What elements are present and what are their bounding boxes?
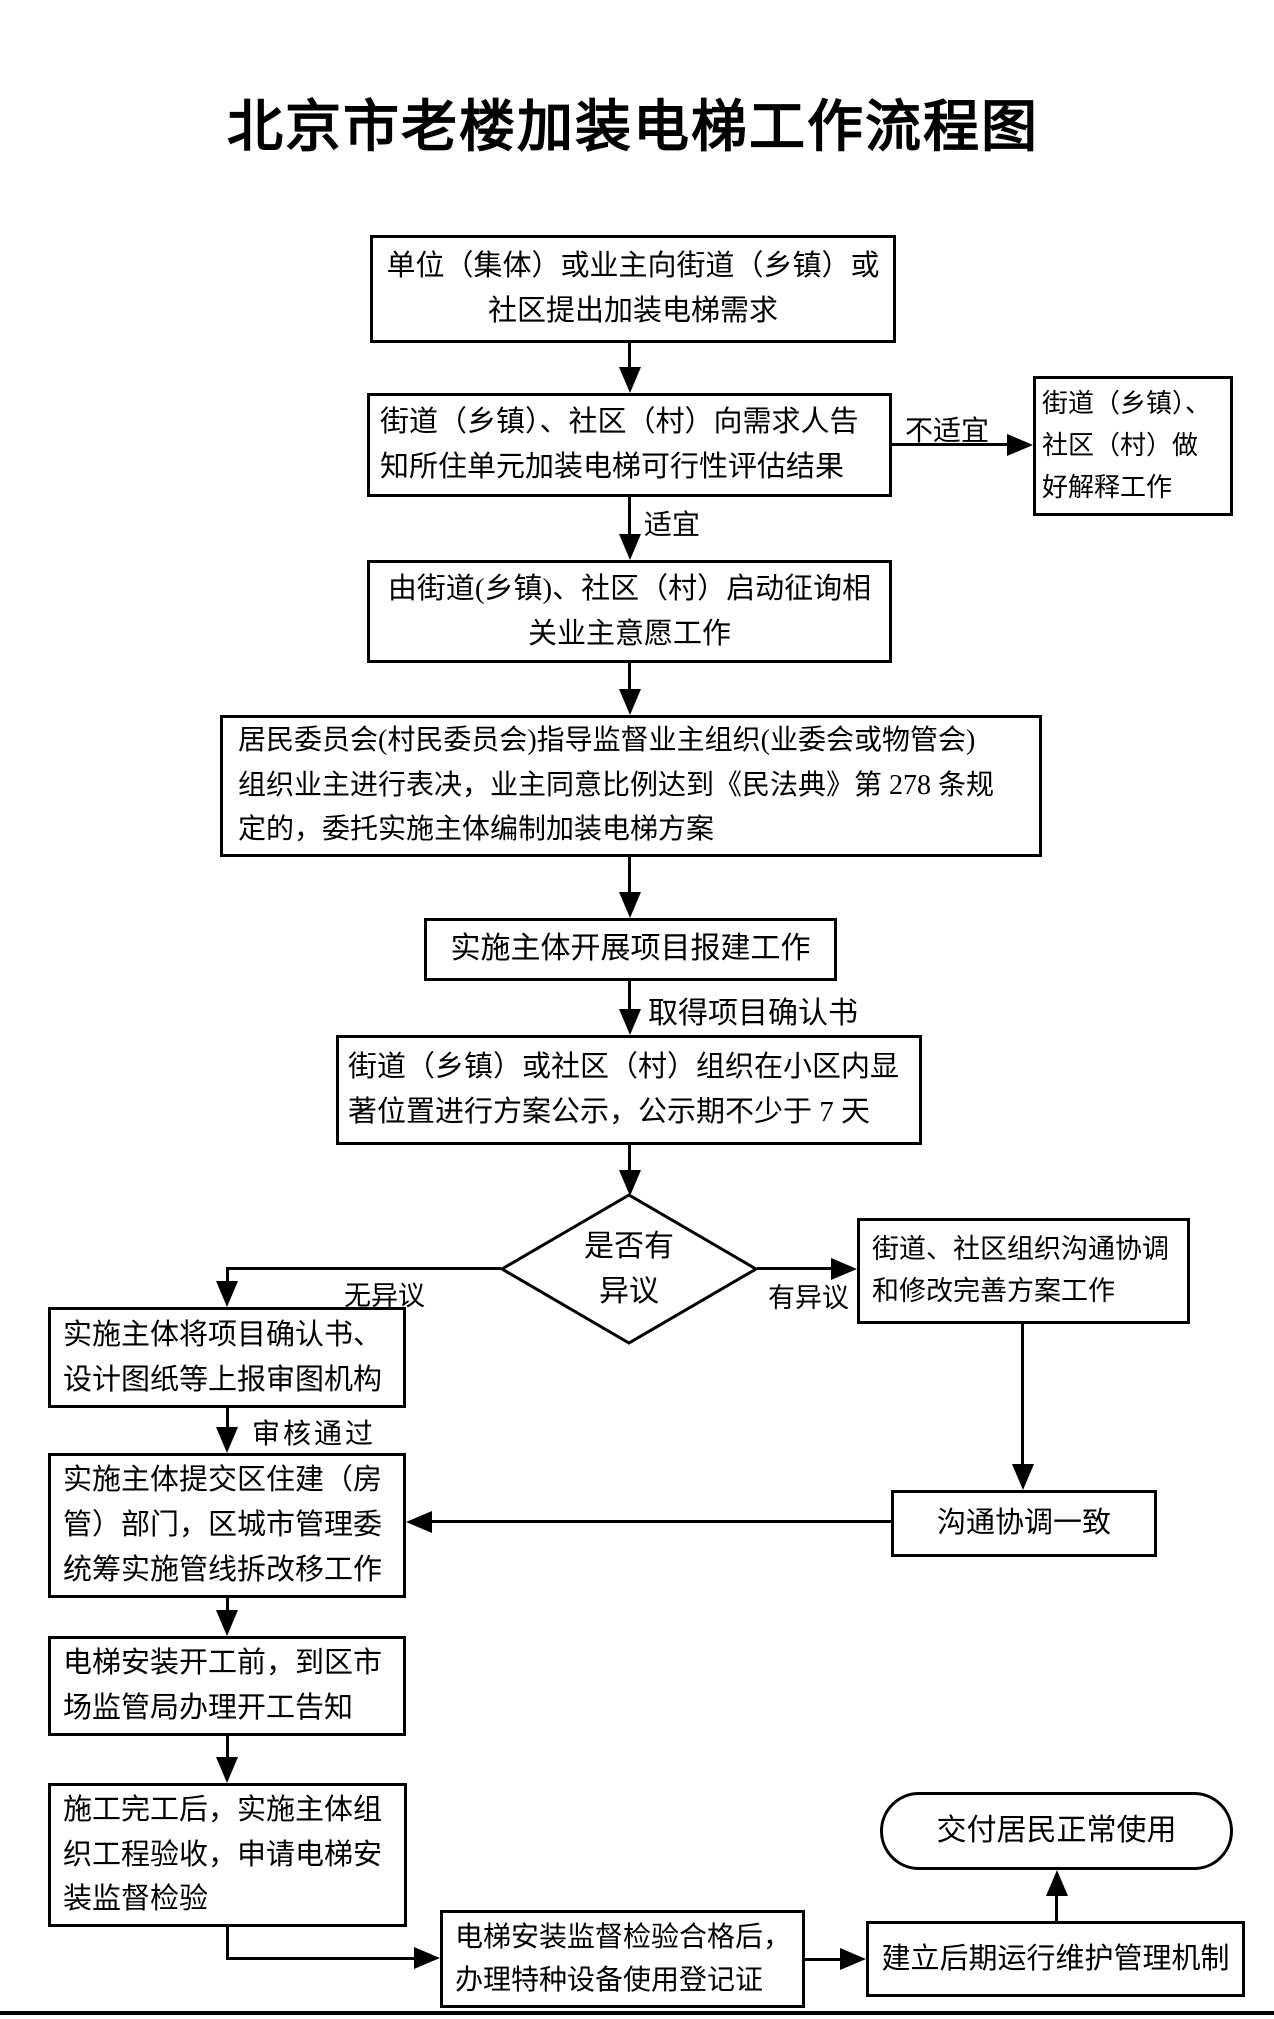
flow-node-coordinate: 街道、社区组织沟通协调 和修改完善方案工作 [857, 1218, 1190, 1324]
connector-demand-feasibility [628, 343, 631, 370]
arrowhead-into-vote [619, 689, 641, 715]
flow-node-vote: 居民委员会(村民委员会)指导监督业主组织(业委会或物管会) 组织业主进行表决，业… [220, 715, 1042, 857]
flow-node-explain: 街道（乡镇）、 社区（村）做 好解释工作 [1033, 376, 1233, 516]
connector-acceptance-elbow-h [226, 1957, 415, 1960]
edge-label-confirmation: 取得项目确认书 [648, 997, 858, 1030]
arrowhead-into-decision [619, 1170, 641, 1196]
arrowhead-into-consensus [1012, 1464, 1034, 1490]
flow-node-review: 实施主体将项目确认书、 设计图纸等上报审图机构 [48, 1307, 406, 1408]
arrowhead-into-maintenance [840, 1948, 866, 1970]
flow-node-demand: 单位（集体）或业主向街道（乡镇）或 社区提出加装电梯需求 [370, 235, 896, 343]
connector-consult-vote [628, 663, 631, 692]
arrowhead-into-notice [216, 1610, 238, 1636]
arrowhead-into-acceptance [216, 1757, 238, 1783]
arrowhead-into-review [216, 1281, 238, 1307]
flow-node-consult: 由街道(乡镇)、社区（村）启动征询相 关业主意愿工作 [367, 560, 892, 663]
connector-acceptance-elbow-v [226, 1927, 229, 1960]
arrowhead-into-publicity [619, 1009, 641, 1035]
arrowhead-into-pipeline-right [406, 1511, 432, 1533]
connector-publicity-decision [628, 1145, 631, 1172]
connector-vote-filing [628, 857, 631, 894]
page-bottom-rule [0, 2011, 1274, 2015]
arrowhead-into-coordinate [831, 1258, 857, 1280]
connector-decision-review-v [226, 1267, 229, 1283]
edge-label-review-passed: 审核通过 [252, 1419, 377, 1450]
flow-node-registration: 电梯安装监督检验合格后， 办理特种设备使用登记证 [440, 1910, 805, 2008]
connector-notice-acceptance [226, 1736, 229, 1759]
connector-feasibility-explain [892, 443, 1010, 446]
arrowhead-into-registration [414, 1947, 440, 1969]
arrowhead-into-pipeline-top [216, 1427, 238, 1453]
connector-coordinate-consensus [1021, 1324, 1024, 1465]
edge-label-no-objection: 无异议 [344, 1281, 425, 1311]
flow-node-notice: 电梯安装开工前，到区市 场监管局办理开工告知 [48, 1636, 406, 1736]
connector-review-pipeline [226, 1408, 229, 1429]
edge-label-unsuitable: 不适宜 [905, 416, 990, 447]
flow-node-decision: 是否有 异议 [584, 1230, 674, 1308]
connector-feasibility-consult [628, 497, 631, 537]
flow-node-consensus: 沟通协调一致 [891, 1490, 1157, 1557]
edge-label-has-objection: 有异议 [768, 1283, 849, 1313]
connector-maintenance-delivery [1055, 1895, 1058, 1921]
connector-decision-review-h [227, 1267, 501, 1270]
decision-diamond-shape [499, 1193, 759, 1345]
page-title: 北京市老楼加装电梯工作流程图 [227, 97, 1039, 159]
flow-node-delivery: 交付居民正常使用 [880, 1792, 1233, 1870]
arrowhead-into-feasibility [619, 367, 641, 393]
arrowhead-into-consult [619, 534, 641, 560]
arrowhead-into-explain [1007, 434, 1033, 456]
connector-registration-maintenance [805, 1958, 841, 1961]
flow-node-publicity: 街道（乡镇）或社区（村）组织在小区内显 著位置进行方案公示，公示期不少于 7 天 [336, 1035, 922, 1145]
edge-label-suitable: 适宜 [644, 510, 701, 541]
connector-decision-coordinate [757, 1267, 833, 1270]
connector-consensus-pipeline [431, 1520, 891, 1523]
connector-filing-publicity [628, 981, 631, 1011]
flow-node-filing: 实施主体开展项目报建工作 [424, 918, 837, 981]
flow-node-maintenance: 建立后期运行维护管理机制 [866, 1921, 1245, 1997]
connector-pipeline-notice [226, 1598, 229, 1612]
flow-node-acceptance: 施工完工后，实施主体组 织工程验收，申请电梯安 装监督检验 [48, 1783, 407, 1927]
flow-node-pipeline: 实施主体提交区住建（房 管）部门，区城市管理委 统筹实施管线拆改移工作 [48, 1453, 406, 1598]
arrowhead-into-filing [619, 892, 641, 918]
flow-node-feasibility: 街道（乡镇）、社区（村）向需求人告 知所住单元加装电梯可行性评估结果 [367, 393, 892, 497]
arrowhead-into-delivery [1046, 1870, 1068, 1896]
